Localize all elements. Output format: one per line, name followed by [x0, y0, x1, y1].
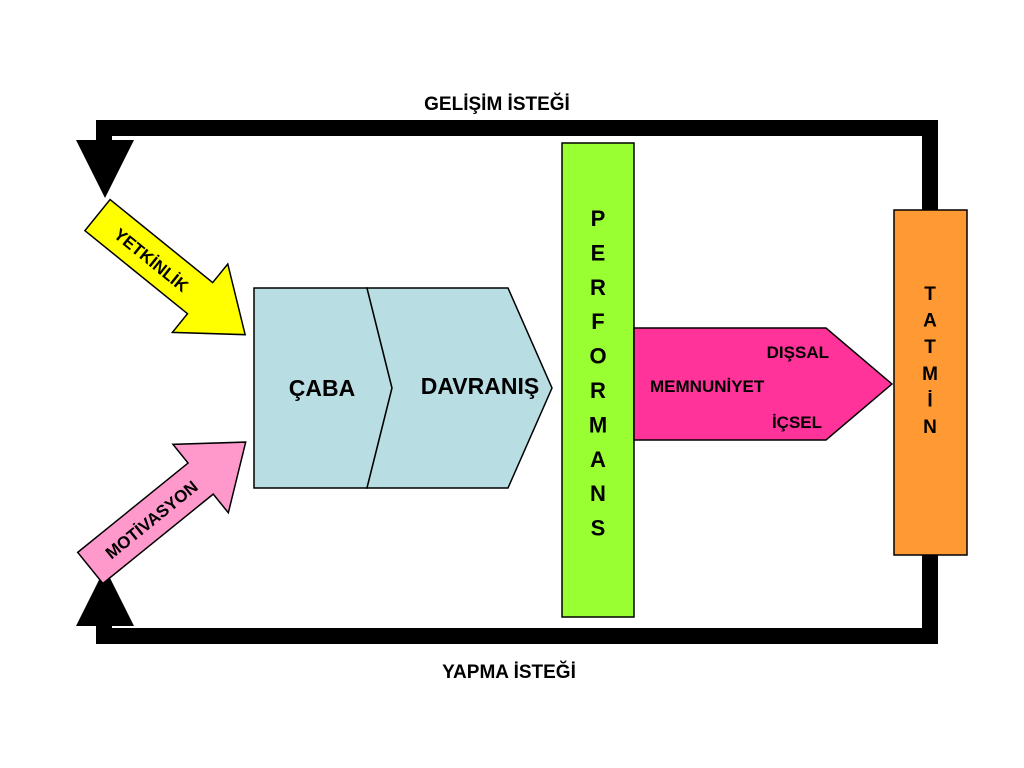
loop-arrowhead-up-icon [76, 568, 134, 626]
internal-label: İÇSEL [772, 413, 822, 432]
bottom-loop-label: YAPMA İSTEĞİ [442, 661, 576, 683]
behavior-shape [366, 287, 553, 489]
performance-box [561, 142, 635, 618]
competence-arrow-shape [83, 198, 247, 336]
effort-label: ÇABA [289, 375, 355, 401]
contentment-label: MEMNUNİYET [650, 377, 765, 396]
motivation-arrow-shape [76, 441, 247, 585]
satisfaction-box [893, 209, 968, 556]
contentment-arrow [633, 327, 894, 441]
behavior-label: DAVRANIŞ [421, 373, 539, 399]
motivation-arrow: MOTİVASYON [76, 441, 247, 585]
feedback-loop [76, 120, 938, 644]
top-loop-label: GELİŞİM İSTEĞİ [424, 93, 570, 115]
competence-arrow: YETKİNLİK [83, 198, 247, 336]
loop-arrowhead-down-icon [76, 140, 134, 198]
external-label: DIŞSAL [767, 343, 829, 362]
